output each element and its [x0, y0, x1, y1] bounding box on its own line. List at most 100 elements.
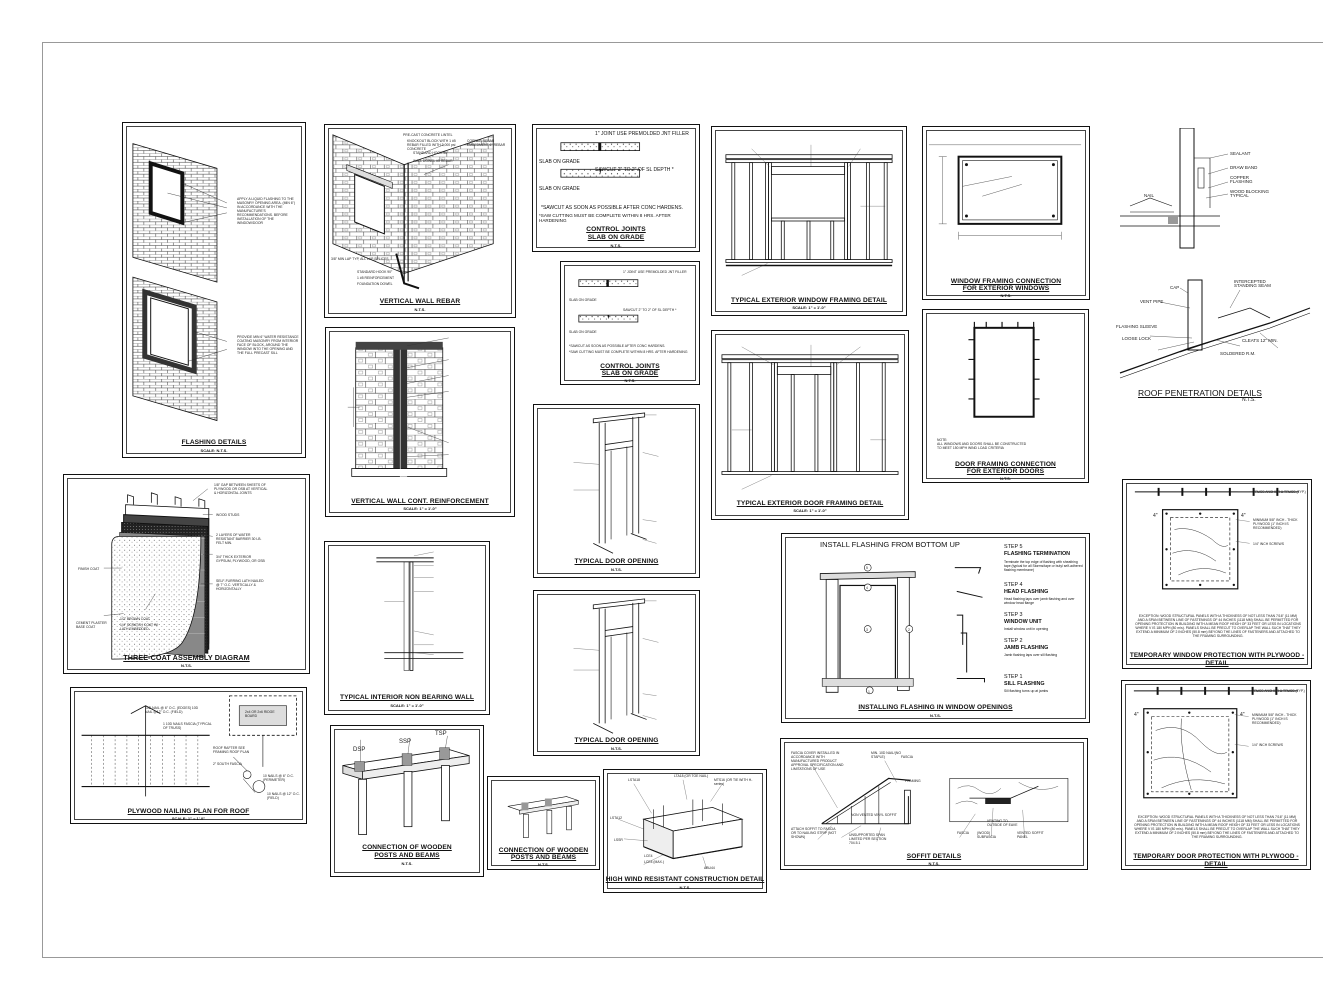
interior-wall-scale: SCALE: 1" = 1'-0"	[390, 703, 424, 708]
install-marker-4: 4	[866, 586, 868, 590]
ext-door-title: TYPICAL EXTERIOR DOOR FRAMING DETAIL	[736, 500, 884, 507]
plywood-note-field: 10 NAILS @ 12" O.C. (FIELD)	[267, 792, 300, 800]
high-wind-drawing	[618, 779, 744, 869]
cj2-note-1: *SAWCUT AS SOON AS POSSIBLE AFTER CONC H…	[569, 344, 666, 348]
step-5-desc: Terminate the top edge of flashing with …	[1004, 560, 1083, 572]
soffit-note-nonvented: NON VENTED VINYL SOFFIT	[851, 813, 897, 817]
flashing-details-panel: APPLY A LIQUID FLASHING TO THE MASONRY O…	[122, 122, 306, 458]
soffit-title: SOFFIT DETAILS	[906, 853, 962, 860]
three-coat-note-lath: SELF-FURRING LATH NAILED @ 7" O.C. VERTI…	[216, 579, 264, 591]
post-beam-2-scale: N.T.S.	[538, 862, 549, 867]
plywood-scale: SCALE: 1" = 1'-0"	[171, 816, 206, 821]
installing-flashing-panel: INSTALL FLASHING FROM BOTTOM UP 5 4 3 2 …	[781, 533, 1090, 723]
cj2-sawcut-label: SAWCUT 2" TO 2" OF SL DEPTH *	[623, 308, 677, 312]
high-wind-note-2: LTA18 (OR TOE NAIL)	[674, 774, 709, 778]
temp-door-dim-right: 4"	[1240, 712, 1245, 718]
install-scale: N.T.S.	[930, 713, 941, 718]
temp-window-dim-right: 4"	[1241, 513, 1246, 519]
soffit-note-cover: FASCIA COVER INSTALLED IN ACCORDANCE WIT…	[791, 751, 844, 771]
cj1-title: CONTROL JOINTS	[586, 226, 646, 233]
soffit-details-panel: FASCIA COVER INSTALLED IN ACCORDANCE WIT…	[780, 738, 1088, 870]
step-2-label: STEP 2	[1004, 638, 1023, 644]
vertical-wall-rebar-panel: PRE-CAST CONCRETE LINTEL KNOCKOUT BLOCK …	[324, 124, 516, 318]
post-beam-ssp-label: SSP	[399, 739, 412, 745]
high-wind-note-1: LSTA18	[628, 778, 640, 782]
door-conn-title: DOOR FRAMING CONNECTION	[955, 461, 1056, 468]
cj2-title-2: SLAB ON GRADE	[601, 370, 659, 377]
roof-label-vent: VENT PIPE	[1140, 299, 1164, 304]
flashing-drawing	[132, 143, 227, 422]
three-coat-note-gap: 1/8" GAP BETWEEN SHEETS OF PLYWOOD OR OS…	[214, 483, 268, 495]
install-title: INSTALLING FLASHING IN WINDOW OPENINGS	[858, 704, 1013, 711]
door-opening-1-title: TYPICAL DOOR OPENING	[574, 558, 659, 565]
roof-label-loose: LOOSE LOCK	[1122, 336, 1152, 341]
post-beam-dsp-label: DSP	[353, 747, 366, 753]
post-beam-2-title: CONNECTION OF WOODEN	[498, 847, 589, 854]
soffit-note-venting: VENTING TO OUTSIDE OF EAVE	[987, 819, 1018, 827]
step-2-title: JAMB FLASHING	[1004, 645, 1049, 651]
control-joints-panel-1: 1" JOINT USE PREMOLDED JNT FILLER SLAB O…	[532, 124, 700, 252]
soffit-note-fascia-2: FASCIA	[957, 831, 970, 835]
high-wind-panel: LSTA18 LTA18 (OR TOE NAIL) MTS16 (OR TIE…	[603, 769, 767, 893]
roof-label-sleeve: FLASHING SLEEVE	[1116, 324, 1158, 329]
wall-cont-drawing	[347, 337, 449, 477]
three-coat-assembly-panel: 1/8" GAP BETWEEN SHEETS OF PLYWOOD OR OS…	[63, 474, 310, 674]
door-opening-drawing-2	[573, 598, 659, 734]
rebar-note-lap: 3/8" MIN LAP TYP, ALL LAP SPLICES	[331, 257, 389, 261]
temp-door-label-truss: TRUSS ANCHOR & TRUSS (TYP.)	[1252, 689, 1305, 693]
door-opening-panel-2: TYPICAL DOOR OPENING N.T.S.	[533, 590, 700, 756]
temp-door-protection-panel: TRUSS ANCHOR & TRUSS (TYP.) MINIMUM 5/8"…	[1121, 680, 1311, 870]
rebar-drawing	[332, 134, 494, 290]
roof-pen-scale: N.T.S.	[1242, 397, 1256, 403]
three-coat-note-studs: WOOD STUDS	[216, 513, 240, 517]
post-beam-panel-1: DSP SSP TSP CONNECTION OF WOODEN POSTS A…	[330, 725, 484, 877]
temp-door-drawing	[1133, 686, 1299, 799]
roof-label-wood: WOOD BLOCKING TYPICAL	[1230, 189, 1270, 198]
high-wind-note-7: LCE4 (MAX.)	[644, 860, 664, 864]
roof-penetration-panel: SEALANT DRAW BAND COPPER FLASHING WOOD B…	[1110, 128, 1320, 408]
exterior-door-framing-panel: TYPICAL EXTERIOR DOOR FRAMING DETAIL SCA…	[711, 330, 909, 520]
plywood-nailing-drawing	[81, 695, 297, 797]
rebar-note-reinf: 1 #5 REINFORCEMENT	[357, 276, 395, 280]
sheet-top-border	[42, 42, 1323, 43]
temp-door-exception: EXCEPTION: WOOD STRUCTURAL PANELS WITH A…	[1134, 815, 1300, 839]
door-framing-drawing	[721, 344, 899, 490]
temp-door-title: TEMPORARY DOOR PROTECTION WITH PLYWOOD -…	[1133, 853, 1299, 868]
step-4-title: HEAD FLASHING	[1004, 589, 1049, 595]
step-4-desc: Head flashing laps over jamb flashing an…	[1004, 597, 1075, 605]
cj1-note-1: *SAWCUT AS SOON AS POSSIBLE AFTER CONC H…	[541, 205, 683, 211]
interior-wall-title: TYPICAL INTERIOR NON BEARING WALL	[340, 694, 474, 701]
temp-window-exception: EXCEPTION: WOOD STRUCTURAL PANELS WITH A…	[1135, 614, 1301, 638]
roof-label-drawband: DRAW BAND	[1230, 165, 1258, 170]
door-conn-title-2: FOR EXTERIOR DOORS	[966, 468, 1045, 475]
three-coat-note-finish: FINISH COAT	[78, 567, 100, 571]
control-joints-drawing-2	[578, 279, 639, 323]
temp-door-dim-left: 4"	[1134, 712, 1139, 718]
temp-window-label-truss: TRUSS ANCHOR & TRUSS (TYP.)	[1253, 490, 1306, 494]
wall-cont-reinforcement-panel: VERTICAL WALL CONT. REINFORCEMENT SCALE:…	[325, 327, 515, 517]
step-4-label: STEP 4	[1004, 582, 1023, 588]
three-coat-note-base: CEMENT PLASTER BASE COAT	[76, 621, 107, 629]
soffit-note-subfascia: (WOOD) SUBFASCIA	[977, 831, 997, 839]
door-opening-2-scale: N.T.S.	[611, 746, 622, 751]
temp-window-label-screws: 1/4" INCH SCREWS	[1253, 542, 1284, 546]
plywood-note-south: 2" SOUTH FASCIA	[213, 762, 242, 766]
exterior-window-framing-panel: TYPICAL EXTERIOR WINDOW FRAMING DETAIL S…	[711, 126, 907, 316]
soffit-drawing	[811, 760, 1069, 842]
high-wind-scale: N.T.S.	[679, 885, 691, 890]
post-beam-2-title-2: POSTS AND BEAMS	[510, 854, 577, 861]
plywood-note-ridge: 2x4 OR 2x6 RIDGE BOARD	[245, 710, 275, 718]
post-beam-1-scale: N.T.S.	[401, 861, 413, 866]
three-coat-note-sheathing: 3/4" THICK EXTERIOR GYPSUM, PLYWOOD, OR …	[216, 555, 265, 563]
cj2-note-2: *SAW CUTTING MUST BE COMPLETE WITHIN 8 H…	[569, 350, 688, 354]
rebar-note-hook2: STANDARD HOOK 90°	[357, 270, 393, 274]
window-framing-drawing	[725, 144, 893, 276]
three-coat-note-scratch: 1/4" SCRATCH COAT W/ LATH EMBEDDED	[120, 623, 159, 631]
door-opening-1-scale: N.T.S.	[611, 567, 622, 572]
ext-window-scale: SCALE: 1" = 1'-0"	[792, 305, 826, 310]
soffit-note-framing: FRAMING	[905, 779, 921, 783]
step-5-title: FLASHING TERMINATION	[1004, 551, 1071, 557]
rebar-note-hook: STANDARD HOOK 90°	[413, 151, 449, 155]
rebar-scale: N.T.S.	[414, 307, 426, 312]
door-opening-panel-1: TYPICAL DOOR OPENING N.T.S.	[533, 404, 700, 578]
